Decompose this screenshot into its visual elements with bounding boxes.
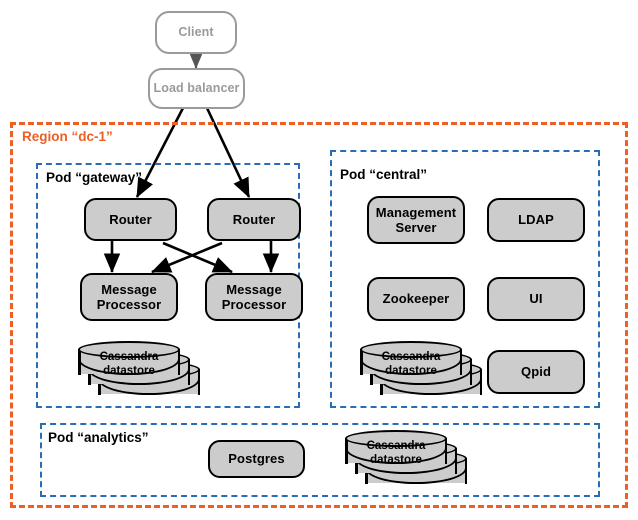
node-postgres-label: Postgres bbox=[228, 451, 285, 467]
pod-analytics-label: Pod “analytics” bbox=[48, 430, 149, 445]
node-load-balancer[interactable]: Load balancer bbox=[148, 68, 245, 109]
region-dc-1-label: Region “dc-1” bbox=[22, 129, 113, 144]
node-postgres[interactable]: Postgres bbox=[208, 440, 305, 478]
node-qpid-label: Qpid bbox=[520, 364, 551, 380]
node-cassandra-analytics-label: Cassandra datastore bbox=[345, 440, 447, 468]
node-cassandra-gateway-label-line2: datastore bbox=[103, 364, 155, 377]
node-message-processor-2[interactable]: Message Processor bbox=[205, 273, 303, 321]
node-message-processor-1-label-line2: Processor bbox=[96, 297, 162, 312]
node-cassandra-central-label: Cassandra datastore bbox=[360, 351, 462, 379]
node-cassandra-analytics-label-line2: datastore bbox=[370, 453, 422, 466]
node-qpid[interactable]: Qpid bbox=[487, 350, 585, 394]
node-cassandra-gateway-label-line1: Cassandra bbox=[99, 351, 159, 363]
node-message-processor-1-label-line1: Message bbox=[101, 281, 157, 297]
node-management-server[interactable]: Management Server bbox=[367, 196, 465, 244]
node-message-processor-2-label-line2: Processor bbox=[221, 297, 287, 312]
node-management-server-label-line1: Management bbox=[375, 204, 457, 220]
node-router-2-label: Router bbox=[232, 211, 276, 227]
pod-central-label: Pod “central” bbox=[340, 167, 428, 182]
pod-central bbox=[330, 150, 600, 408]
cylinder-front bbox=[345, 430, 447, 472]
node-message-processor-2-label-line1: Message bbox=[226, 281, 282, 297]
node-cassandra-central[interactable]: Cassandra datastore bbox=[360, 341, 482, 403]
node-cassandra-central-label-line2: datastore bbox=[385, 364, 437, 377]
pod-gateway-label: Pod “gateway” bbox=[46, 170, 143, 185]
region-dc-1 bbox=[10, 122, 628, 508]
node-router-2[interactable]: Router bbox=[207, 198, 301, 241]
node-router-1-label: Router bbox=[109, 211, 152, 227]
node-ldap[interactable]: LDAP bbox=[487, 198, 585, 242]
node-cassandra-analytics[interactable]: Cassandra datastore bbox=[345, 430, 467, 492]
cylinder-front bbox=[78, 341, 180, 383]
node-zookeeper-label: Zookeeper bbox=[382, 291, 450, 307]
node-router-1[interactable]: Router bbox=[84, 198, 177, 241]
pod-analytics bbox=[40, 423, 600, 497]
node-ui[interactable]: UI bbox=[487, 277, 585, 321]
node-load-balancer-label: Load balancer bbox=[153, 81, 240, 96]
node-cassandra-gateway-label: Cassandra datastore bbox=[78, 351, 180, 379]
node-message-processor-1[interactable]: Message Processor bbox=[80, 273, 178, 321]
node-ldap-label: LDAP bbox=[518, 212, 554, 228]
node-management-server-label-line2: Server bbox=[395, 220, 437, 235]
node-client[interactable]: Client bbox=[155, 11, 237, 54]
node-cassandra-analytics-label-line1: Cassandra bbox=[366, 440, 426, 452]
node-zookeeper[interactable]: Zookeeper bbox=[367, 277, 465, 321]
cylinder-front bbox=[360, 341, 462, 383]
node-client-label: Client bbox=[178, 25, 214, 40]
node-ui-label: UI bbox=[529, 291, 543, 307]
node-cassandra-gateway[interactable]: Cassandra datastore bbox=[78, 341, 200, 403]
node-cassandra-central-label-line1: Cassandra bbox=[381, 351, 441, 363]
